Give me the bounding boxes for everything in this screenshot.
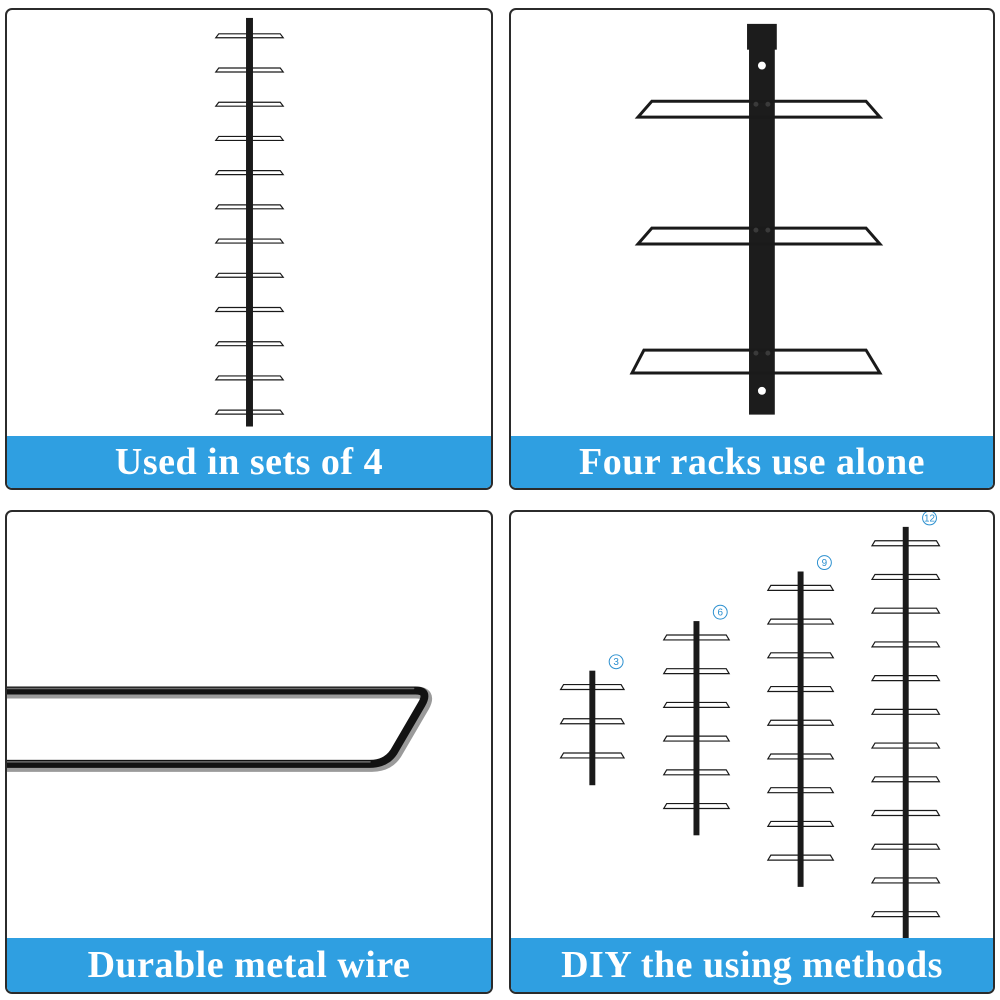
count-badge-label: 12 <box>924 513 936 524</box>
rack-shelf <box>766 719 835 726</box>
rack-shelves <box>214 33 285 415</box>
diy-rack-12: 12 <box>870 512 941 944</box>
count-badge-label: 3 <box>613 657 619 668</box>
wire-loop <box>7 686 429 768</box>
wire-loop-shadow <box>7 686 433 772</box>
count-badge <box>816 555 832 571</box>
rack-shelf <box>870 708 941 715</box>
rack-shelf <box>214 101 285 107</box>
shelf-1 <box>634 99 884 119</box>
panel-metal-wire: Durable metal wire <box>5 510 493 994</box>
panel-sets-of-4: Used in sets of 4 <box>5 8 493 490</box>
rack-shelf <box>870 877 941 884</box>
rack-closeup-illustration <box>629 23 884 415</box>
shelf-2 <box>634 226 884 246</box>
rack-shelf <box>870 641 941 648</box>
rack-shelf <box>870 843 941 850</box>
rack-shelf <box>559 752 626 759</box>
rack-shelf <box>214 306 285 313</box>
rack-shelf <box>214 341 285 347</box>
count-badge <box>608 654 624 670</box>
count-badge <box>922 512 937 526</box>
rack-shelf <box>559 683 626 691</box>
count-badge <box>712 604 728 620</box>
rack-shelf <box>662 802 731 810</box>
rack-shelf <box>766 854 835 861</box>
count-badge-label: 9 <box>822 558 828 569</box>
rack-shelf <box>214 409 285 415</box>
rack-post <box>749 37 775 415</box>
tall-rack-illustration <box>214 17 285 427</box>
rack-shelf <box>214 204 285 210</box>
panel-diy-methods: 3 6 9 12 DIY the using methods <box>509 510 995 994</box>
caption-metal-wire: Durable metal wire <box>7 938 491 992</box>
rack-shelf <box>214 375 285 381</box>
rack-shelf <box>766 652 835 659</box>
rack-shelf <box>870 540 941 547</box>
rack-shelf <box>766 618 835 625</box>
shelf-3 <box>629 348 883 375</box>
rack-shelf <box>870 675 941 682</box>
rack-shelf <box>214 170 285 176</box>
diy-rack-3: 3 <box>559 654 626 786</box>
mount-hole-bottom <box>757 386 766 395</box>
rack-shelf <box>766 787 835 794</box>
caption-sets-of-4: Used in sets of 4 <box>7 436 491 488</box>
rack-shelf <box>870 776 941 783</box>
rack-shelf <box>766 685 835 693</box>
rack-shelf <box>662 701 731 708</box>
rack-post <box>246 17 253 427</box>
rack-shelf <box>662 769 731 776</box>
count-badge-label: 6 <box>718 608 724 619</box>
mount-hole-top <box>757 61 766 70</box>
rack-shelf <box>559 718 626 725</box>
caption-diy-methods: DIY the using methods <box>511 938 993 992</box>
rack-shelf <box>662 634 731 641</box>
rack-shelf <box>214 33 285 39</box>
rack-post <box>902 526 909 944</box>
rack-shelf <box>662 735 731 742</box>
diy-rack-9: 9 <box>766 555 835 887</box>
rack-post <box>589 670 596 786</box>
rack-shelf <box>214 272 285 278</box>
rack-post <box>797 571 804 887</box>
rack-shelf <box>214 67 285 73</box>
diy-racks-illustration: 3 6 9 12 <box>559 512 941 944</box>
rack-shelf <box>870 809 941 817</box>
rack-shelf <box>870 911 941 918</box>
panel-four-racks-alone: Four racks use alone <box>509 8 995 490</box>
caption-four-racks-alone: Four racks use alone <box>511 436 993 488</box>
rack-shelf <box>214 135 285 142</box>
wire-closeup-illustration <box>7 686 433 772</box>
rack-shelf <box>766 584 835 591</box>
rack-shelf <box>870 607 941 614</box>
rack-shelf <box>662 668 731 675</box>
rack-shelf <box>870 742 941 749</box>
rack-shelf <box>766 753 835 760</box>
rack-shelf <box>870 573 941 581</box>
rack-shelf <box>766 820 835 827</box>
diy-rack-6: 6 <box>662 604 731 836</box>
rack-post <box>693 621 700 836</box>
rack-shelf <box>214 238 285 244</box>
